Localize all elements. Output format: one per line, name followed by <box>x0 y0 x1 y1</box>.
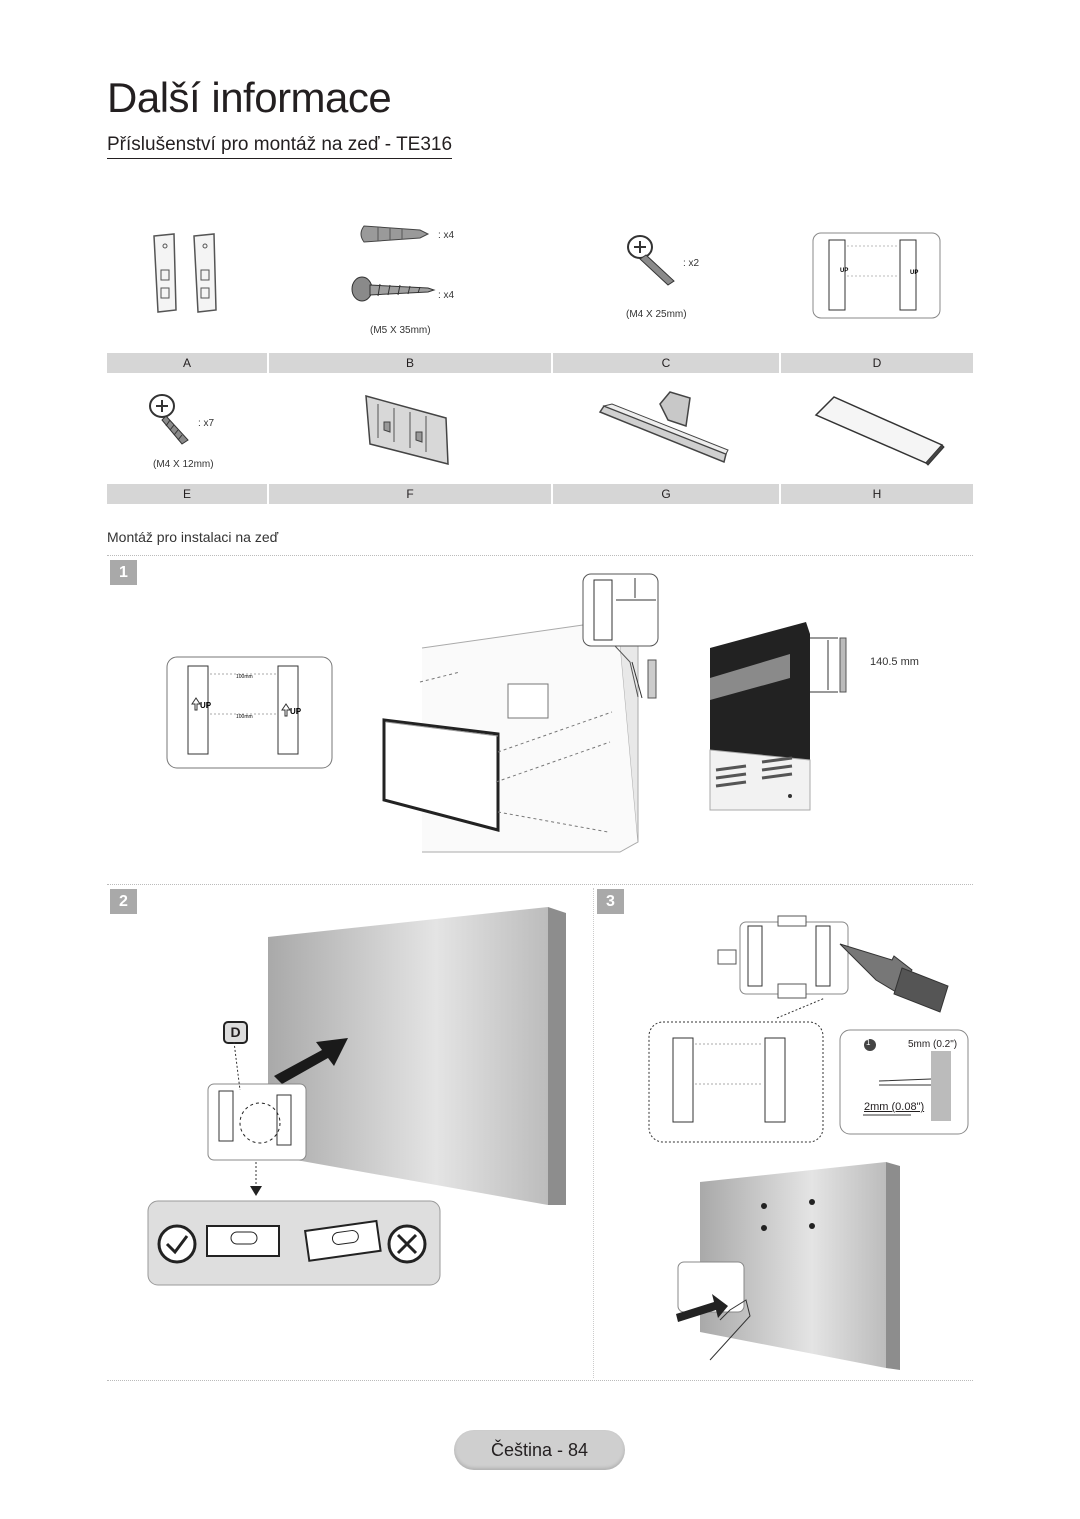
part-b-spec: (M5 X 35mm) <box>370 325 431 336</box>
level-tool-tilted-icon <box>303 1219 382 1262</box>
svg-text:UP: UP <box>910 270 918 276</box>
step2-template <box>207 1083 307 1161</box>
step-badge-3: 3 <box>597 889 624 914</box>
template-up-right: UP <box>290 707 302 716</box>
step1-tv-back <box>709 622 811 811</box>
section-divider <box>107 555 973 556</box>
svg-text:UP: UP <box>840 268 848 274</box>
part-g-stand <box>598 391 729 464</box>
step2-level-panel <box>147 1200 441 1286</box>
part-h-cover <box>814 396 945 466</box>
step1-wall-scene <box>382 573 659 853</box>
drill-step-number: 1 <box>866 1038 871 1047</box>
label-bar-d: D <box>781 353 973 373</box>
steps-divider <box>107 884 973 885</box>
drill-bit-label: 2mm (0.08") <box>864 1101 925 1113</box>
template-up-left: UP <box>200 701 212 710</box>
part-b-screw-qty: : x4 <box>438 290 455 301</box>
page-number-pill: Čeština - 84 <box>454 1430 625 1470</box>
part-a-brackets <box>153 233 217 313</box>
step3-template-detail <box>648 997 826 1143</box>
label-bar-c: C <box>553 353 779 373</box>
part-d-template: UP UP <box>812 232 941 319</box>
template-100mm-bottom: 100mm <box>236 714 253 720</box>
check-icon <box>157 1224 197 1264</box>
step-badge-1: 1 <box>110 560 137 585</box>
dimension-label: 140.5 mm <box>870 656 919 668</box>
label-bar-h: H <box>781 484 973 504</box>
steps-vertical-divider <box>593 888 594 1378</box>
level-tool-icon <box>206 1225 280 1257</box>
wall-mount-heading: Montáž pro instalaci na zeď <box>107 529 279 545</box>
step-badge-2: 2 <box>110 889 137 914</box>
label-bar-g: G <box>553 484 779 504</box>
badge-d: D <box>223 1021 248 1044</box>
step1-template-detail: 100mm 100mm UP UP <box>166 656 333 769</box>
part-e-qty: : x7 <box>198 418 215 429</box>
label-bar-b: B <box>269 353 551 373</box>
part-e-screw-icon <box>149 394 189 445</box>
step2-arrow <box>274 1038 348 1084</box>
steps-bottom-divider <box>107 1380 973 1381</box>
part-b-anchor-icon <box>360 225 430 243</box>
step2-leader <box>233 1041 262 1196</box>
step3-template-on-wall <box>717 915 949 1013</box>
part-e-spec: (M4 X 12mm) <box>153 459 214 470</box>
part-c-qty: : x2 <box>683 258 700 269</box>
step3-wall-removal <box>676 1162 900 1370</box>
step3-drill-detail <box>839 1029 969 1135</box>
drill-depth-label: 5mm (0.2") <box>908 1039 958 1050</box>
part-b-anchor-qty: : x4 <box>438 230 455 241</box>
label-bar-a: A <box>107 353 267 373</box>
template-100mm-top: 100mm <box>236 674 253 680</box>
section-title: Příslušenství pro montáž na zeď - TE316 <box>107 134 453 159</box>
part-c-spec: (M4 X 25mm) <box>626 309 687 320</box>
page-title: Další informace <box>107 74 392 121</box>
part-b-screw-icon <box>351 276 436 302</box>
dimension-marker <box>810 637 847 693</box>
part-c-screw-icon <box>627 235 675 286</box>
label-bar-e: E <box>107 484 267 504</box>
step2-wall-panel <box>268 907 566 1205</box>
label-bar-f: F <box>269 484 551 504</box>
part-f-holder <box>365 394 449 465</box>
